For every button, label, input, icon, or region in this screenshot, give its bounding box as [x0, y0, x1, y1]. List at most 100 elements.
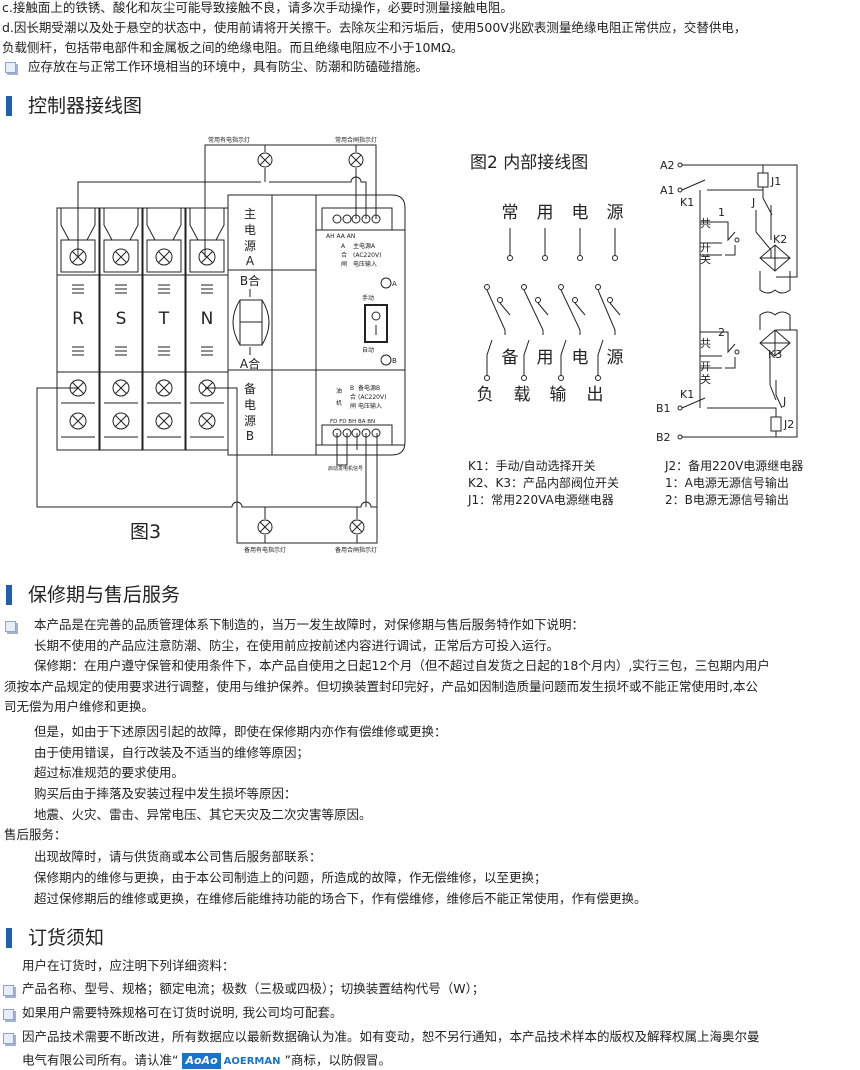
output-2-label: 2 — [718, 326, 725, 339]
a-input-label: (AC220V) — [353, 252, 381, 259]
warranty-line: 超过标准规范的要求使用。 — [34, 765, 185, 780]
indicator-b — [380, 354, 392, 366]
backup-source-char: B — [246, 429, 254, 443]
transfer-handle[interactable] — [232, 289, 270, 355]
trademark-suffix: ”商标，以防假冒。 — [284, 1052, 391, 1068]
a-close-label: A合 — [240, 356, 260, 371]
terminal-a1: A1 — [660, 184, 675, 197]
lamp-label: 备用有电指示灯 — [244, 546, 286, 554]
lamp-label: 备用合闸指示灯 — [335, 546, 377, 554]
order-item: 因产品技术需要不断改进，所有数据应以最新数据确认为准。如有变动，恕不另行通知，本… — [22, 1029, 760, 1044]
b-close-char: 闸 — [350, 402, 356, 410]
figure-3-controller-wiring: R S T N 主 电 源 A 备 电 源 B B合 A合 AH A — [36, 136, 406, 554]
warranty-line: 购买后由于摔落及安装过程中发生损坏等原因： — [34, 786, 297, 801]
breaker-pole — [185, 207, 229, 451]
backup-source-char: 源 — [607, 348, 624, 368]
heading-bar — [6, 585, 12, 605]
a-input-label: 主电源A — [353, 242, 376, 250]
lamp-label: 常用有电指示灯 — [208, 136, 250, 144]
main-source-char: A — [246, 254, 255, 268]
lamp-icon — [257, 152, 273, 168]
device-body — [227, 194, 406, 456]
contact — [595, 284, 601, 290]
k1-label: K1 — [680, 196, 694, 209]
bullet-icon — [3, 1009, 14, 1020]
figure-2-title: 图2 内部接线图 — [470, 153, 588, 173]
backup-source-char: 备 — [502, 348, 519, 368]
warranty-line: 但是，如由于下述原因引起的故障，即使在保修期内亦作有偿维修或更换： — [34, 724, 447, 739]
indicator-a — [380, 277, 392, 289]
manual-auto-switch[interactable] — [364, 304, 388, 343]
terminal-screw — [198, 412, 216, 430]
bullet-icon — [3, 985, 14, 996]
terminal-screw — [198, 248, 216, 266]
lamp-icon — [348, 152, 364, 168]
close-label: 关 — [700, 252, 711, 266]
b-input-label: 电压输入 — [358, 402, 382, 410]
contact — [558, 284, 564, 290]
common-label: 共 — [700, 217, 711, 230]
heading-text: 控制器接线图 — [28, 95, 143, 117]
backup-source-char: 用 — [537, 348, 554, 368]
switch-contacts — [484, 228, 621, 381]
order-item: 如果用户需要特殊规格可在订货时说明, 我公司均可配套。 — [22, 1005, 343, 1020]
legend-item: J1：常用220VA电源继电器 — [467, 493, 614, 507]
load-output-char: 载 — [514, 385, 531, 405]
pole-n: N — [201, 309, 214, 329]
note-d: d.因长期受潮以及处于悬空的状态中，使用前请将开关擦干。去除灰尘和污垢后，使用5… — [2, 20, 747, 35]
order-intro: 用户在订货时，应注明下列详细资料： — [22, 958, 235, 973]
generator-char: 油 — [336, 387, 342, 395]
j2-label: J2 — [783, 418, 794, 431]
main-source-char: 主 — [244, 207, 256, 221]
lamp-icon — [257, 519, 273, 535]
main-source-char: 源 — [244, 239, 256, 253]
output-1-label: 1 — [718, 206, 725, 219]
bullet-icon — [5, 62, 16, 73]
b-close-char: B — [350, 385, 354, 392]
normal-source-char: 常 — [502, 203, 519, 223]
pole-s: S — [116, 309, 127, 329]
terminal-screw — [112, 379, 130, 397]
terminal-b1: B1 — [656, 402, 671, 415]
lamp-icon — [349, 519, 365, 535]
order-item: 产品名称、型号、规格；额定电流；极数（三极或四极）；切换装置结构代号（W）； — [22, 981, 485, 996]
normal-source-char: 用 — [537, 203, 554, 223]
k3-label: K3 — [768, 348, 782, 361]
breaker-poles — [56, 207, 229, 451]
bottom-terminal-labels: FD FD BH BA BN — [330, 419, 375, 425]
generator-signal-label: 启动发电机信号 — [328, 465, 363, 472]
pole-r: R — [72, 309, 84, 329]
close-label: 关 — [700, 372, 711, 386]
manual-label: 手动 — [362, 294, 374, 302]
b-close-char: 合 — [350, 393, 356, 401]
after-sales-heading: 售后服务： — [4, 827, 67, 842]
warranty-line: 地震、火灾、雷击、异常电压、其它天灾及二次灾害等原因。 — [34, 807, 372, 822]
heading-text: 保修期与售后服务 — [28, 584, 181, 606]
terminal-screw — [112, 248, 130, 266]
terminal — [371, 428, 381, 438]
j-label: J — [782, 395, 786, 408]
b-input-label: 备电源B — [358, 384, 380, 392]
main-source-char: 电 — [244, 223, 256, 237]
note-c: c.接触面上的铁锈、酸化和灰尘可能导致接触不良，请多次手动操作，必要时测量接触电… — [2, 0, 513, 15]
a-input-label: 电压输入 — [353, 260, 377, 268]
logo-word: AOERMAN — [223, 1056, 281, 1067]
pole-t: T — [158, 309, 170, 329]
indicator-lamps — [257, 152, 365, 535]
j-label: J — [751, 196, 755, 209]
warranty-line: 司无偿为用户维修和更换。 — [4, 699, 155, 714]
storage-note: 应存放在与正常工作环境相当的环境中，具有防尘、防潮和防磕碰措施。 — [28, 59, 429, 74]
load-output-char: 出 — [587, 385, 604, 405]
top-terminal-labels: AH AA AN — [326, 233, 355, 240]
terminal-b2: B2 — [656, 431, 671, 444]
heading-bar — [6, 928, 12, 948]
load-output-char: 负 — [477, 385, 494, 405]
terminal-screw — [112, 412, 130, 430]
warranty-line: 保修期：在用户遵守保管和使用条件下，本产品自使用之日起12个月（但不超过自发货之… — [34, 658, 770, 673]
indicator-a-label: A — [392, 280, 397, 288]
backup-source-char: 源 — [244, 414, 256, 428]
breaker-pole — [99, 207, 143, 451]
legend-item: 1：A电源无源信号输出 — [665, 475, 789, 490]
